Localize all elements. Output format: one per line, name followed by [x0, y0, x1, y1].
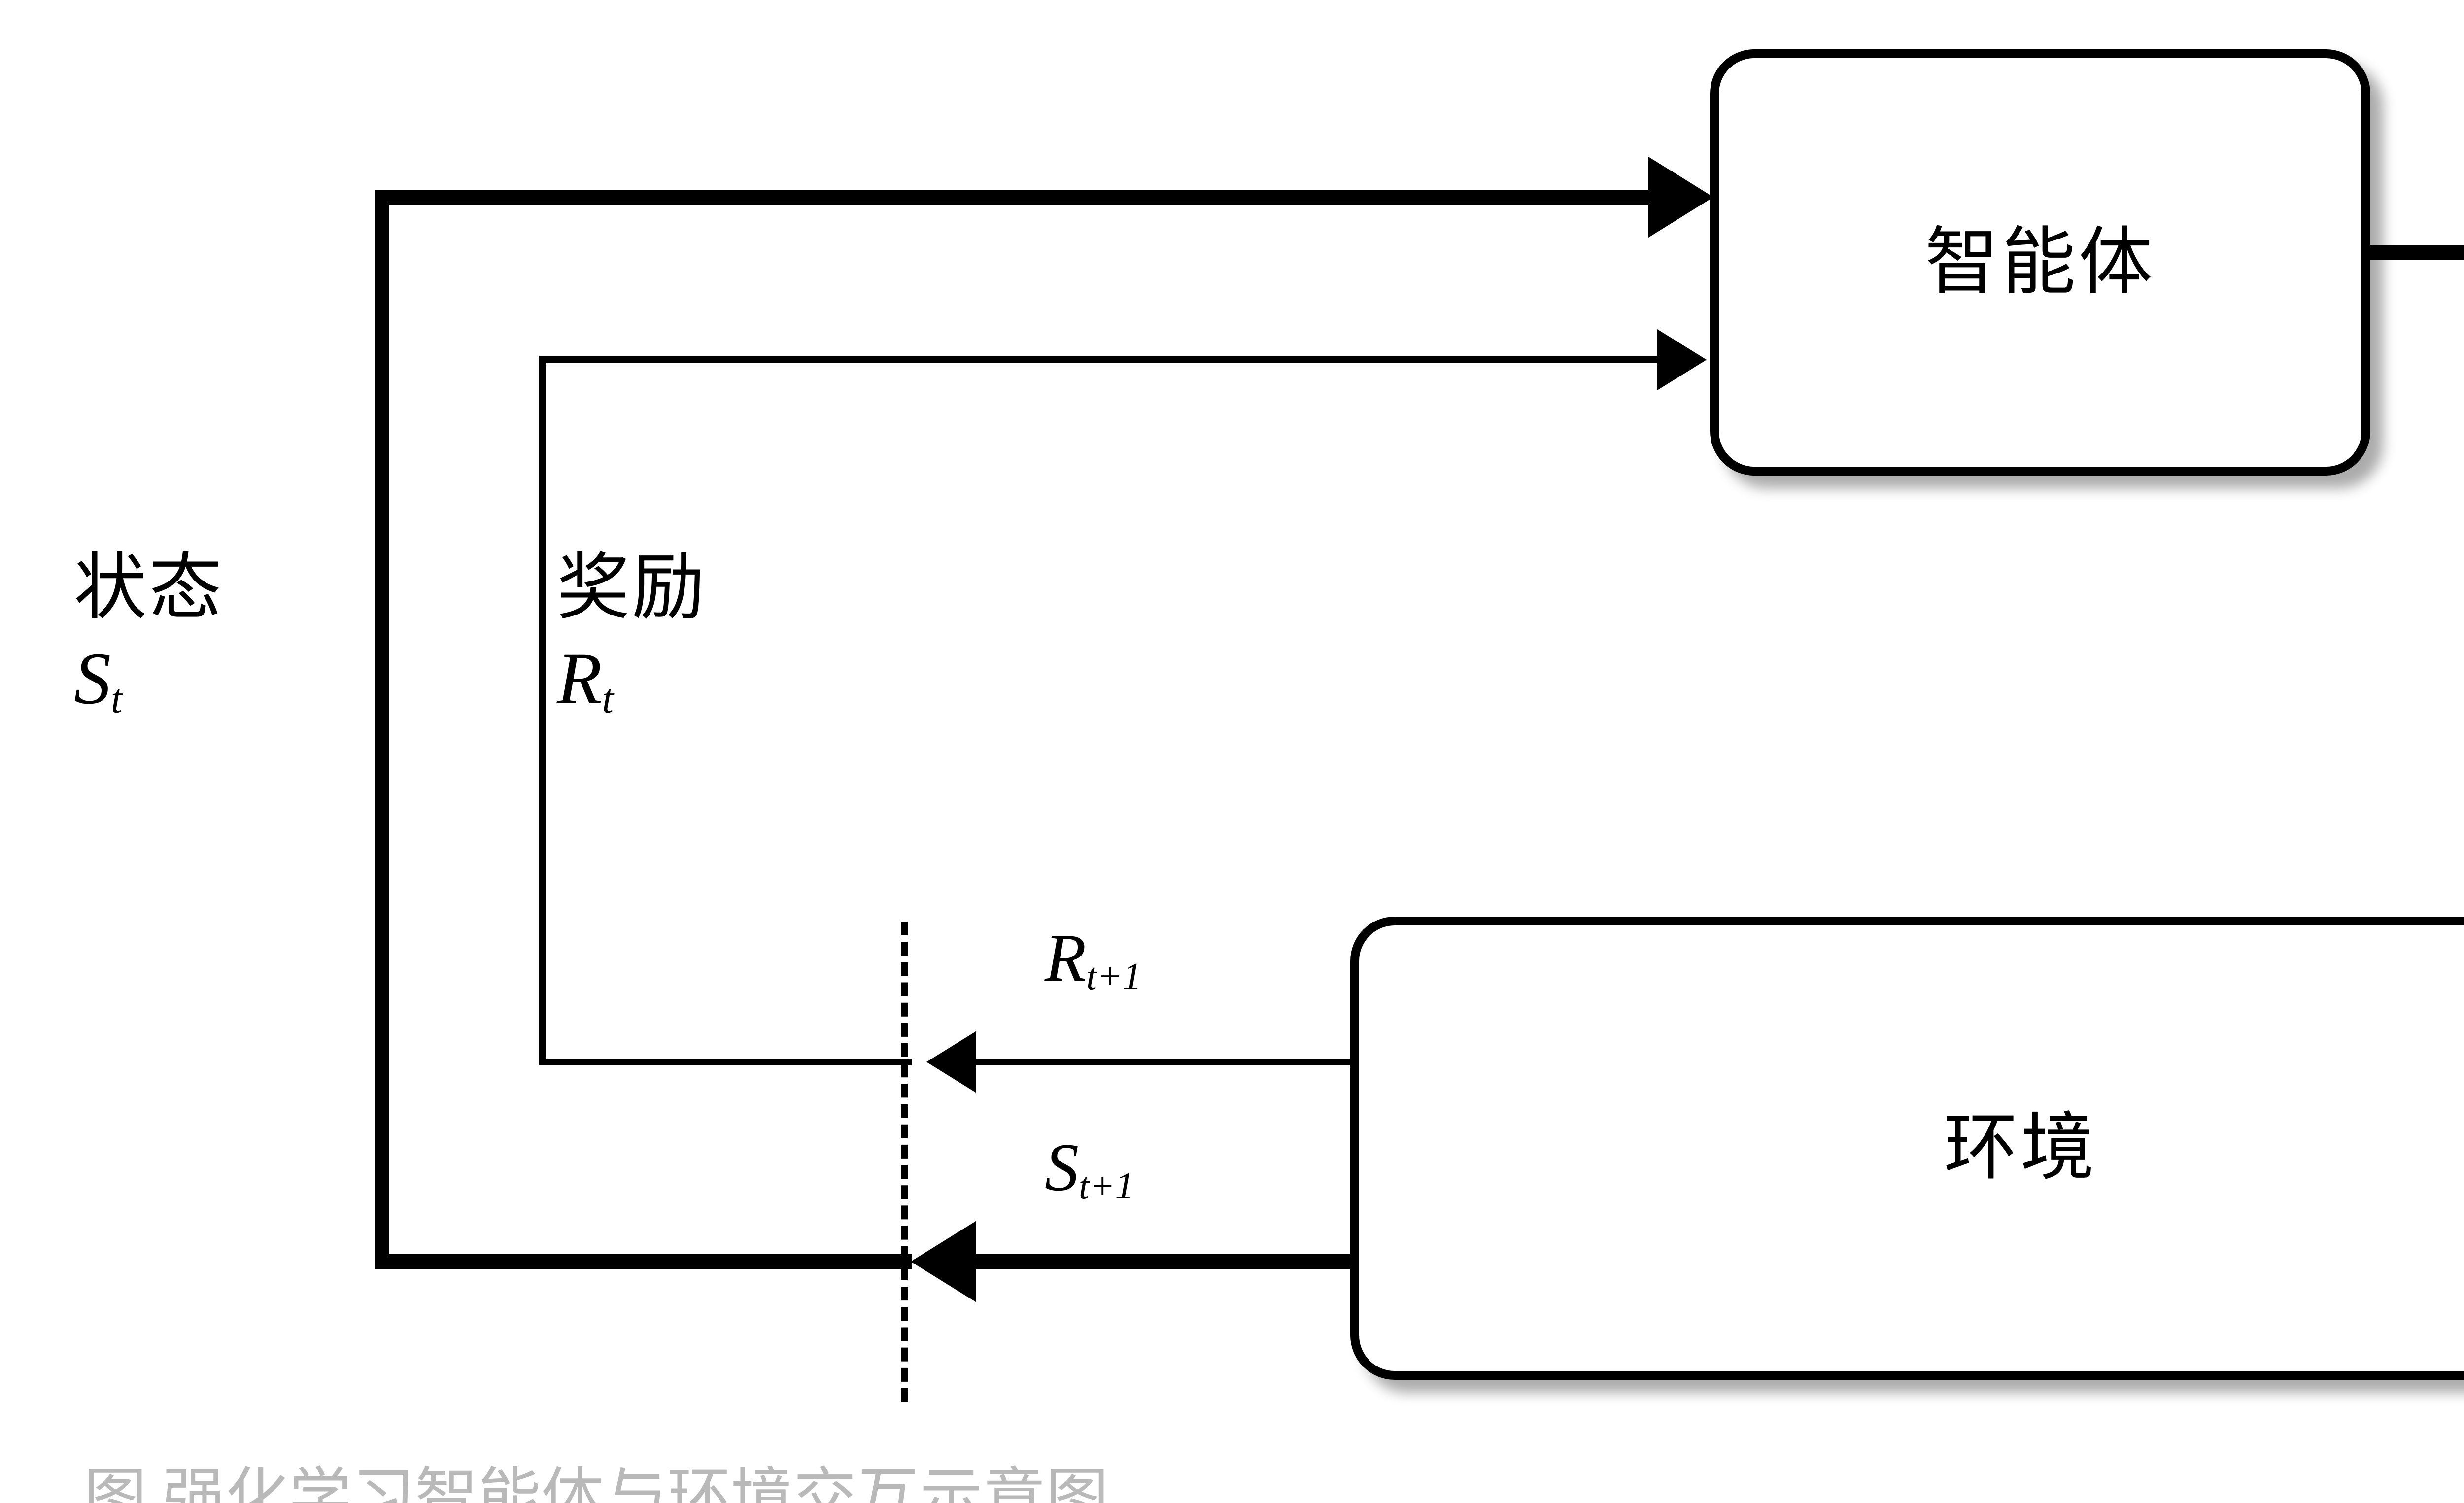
- state-path-top-segment: [375, 190, 1656, 205]
- reward-arrow-into-agent: [1657, 329, 1707, 390]
- reward-next-line: [976, 1059, 1355, 1065]
- environment-node-label: 环境: [1943, 1107, 2097, 1189]
- state-label-text: 状态: [74, 548, 224, 629]
- reward-symbol: Rt: [557, 642, 707, 719]
- agent-node-label: 智能体: [1924, 221, 2156, 304]
- reward-symbol-letter: R: [557, 638, 602, 719]
- state-symbol: St: [74, 642, 224, 719]
- state-symbol-letter: S: [74, 638, 111, 719]
- state-symbol-subscript: t: [111, 676, 123, 722]
- reward-edge-label: 奖励 Rt: [557, 552, 707, 719]
- reward-path-vertical-segment: [539, 356, 546, 1062]
- reward-path-top-segment: [539, 356, 1657, 363]
- reward-symbol-subscript: t: [602, 676, 614, 722]
- state-next-label: St+1: [1045, 1133, 1134, 1205]
- state-edge-label: 状态 St: [74, 552, 224, 719]
- reward-next-label: Rt+1: [1045, 924, 1142, 995]
- figure-caption: 图 强化学习智能体与环境交互示意图: [84, 1463, 1109, 1503]
- time-step-divider: [901, 922, 908, 1402]
- environment-node[interactable]: 环境: [1350, 917, 2464, 1380]
- state-next-symbol-letter: S: [1045, 1129, 1079, 1205]
- state-next-symbol-subscript: t+1: [1079, 1164, 1134, 1207]
- reward-next-symbol-letter: R: [1045, 920, 1087, 995]
- reward-path-bottom-segment: [539, 1059, 912, 1065]
- agent-node[interactable]: 智能体: [1710, 49, 2370, 476]
- reward-next-symbol-subscript: t+1: [1086, 955, 1142, 997]
- state-next-arrowhead: [911, 1221, 976, 1302]
- state-arrow-into-agent: [1648, 157, 1713, 238]
- state-path-bottom-segment: [375, 1254, 912, 1269]
- reward-next-arrowhead: [926, 1031, 976, 1093]
- state-path-vertical-segment: [375, 190, 389, 1269]
- reward-label-text: 奖励: [557, 548, 707, 629]
- state-next-line: [976, 1254, 1355, 1269]
- action-path-top-segment: [2365, 245, 2464, 260]
